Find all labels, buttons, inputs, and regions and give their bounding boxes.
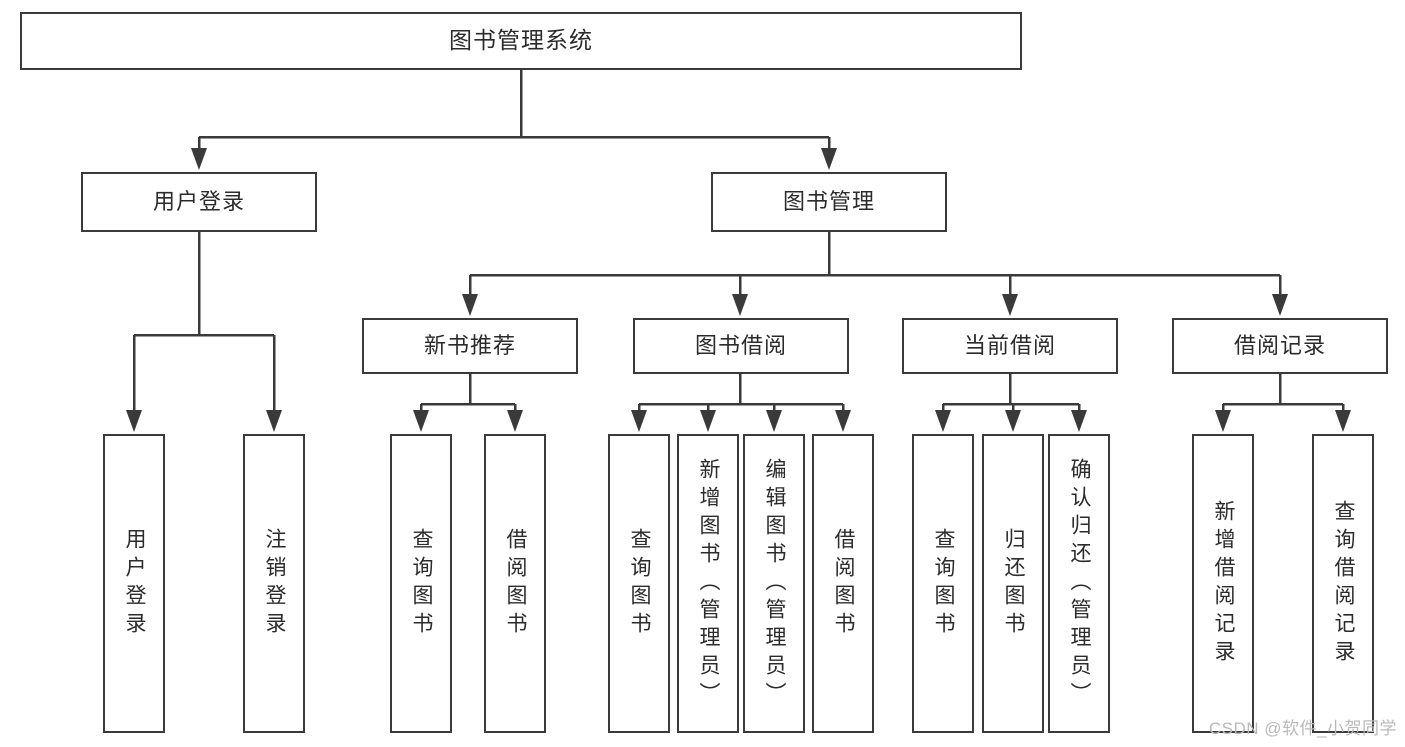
node-label: 图书管理 <box>782 188 875 214</box>
connector-arrowhead-book-borrow <box>631 410 647 432</box>
node-label: 新增借阅记录 <box>1212 499 1236 668</box>
node-leaf-borrow-book-rec[interactable]: 借阅图书 <box>484 434 546 733</box>
connector-arrowhead-borrow-record <box>1215 410 1231 432</box>
connector-arrowhead-root <box>821 148 837 170</box>
node-user-login[interactable]: 用户登录 <box>81 172 317 232</box>
node-leaf-user-logout[interactable]: 注销登录 <box>243 434 305 733</box>
node-label: 用户登录 <box>123 527 147 640</box>
node-leaf-edit-book[interactable]: 编辑图书（管理员） <box>743 434 805 733</box>
node-label: 新增图书（管理员） <box>697 457 721 710</box>
node-leaf-query-book-cur[interactable]: 查询图书 <box>912 434 974 733</box>
node-label: 归还图书 <box>1002 527 1026 640</box>
node-label: 借阅记录 <box>1233 332 1326 358</box>
connector-arrowhead-user-login <box>266 410 282 432</box>
node-label: 当前借阅 <box>963 332 1056 358</box>
connector-arrowhead-borrow-record <box>1335 410 1351 432</box>
connector-arrowhead-book-borrow <box>700 410 716 432</box>
connector-arrowhead-book-manage <box>1002 294 1018 316</box>
node-label: 确认归还（管理员） <box>1068 457 1092 710</box>
node-leaf-confirm-return[interactable]: 确认归还（管理员） <box>1048 434 1110 733</box>
node-label: 查询图书 <box>932 527 956 640</box>
node-label: 新书推荐 <box>423 332 516 358</box>
connector-arrowhead-current-borrow <box>1005 410 1021 432</box>
connector-arrowhead-book-borrow <box>835 410 851 432</box>
node-leaf-return-book[interactable]: 归还图书 <box>982 434 1044 733</box>
node-label: 用户登录 <box>152 188 245 214</box>
node-leaf-query-book-rec[interactable]: 查询图书 <box>390 434 452 733</box>
node-label: 借阅图书 <box>504 527 528 640</box>
node-leaf-add-record[interactable]: 新增借阅记录 <box>1192 434 1254 733</box>
connector-arrowhead-book-manage <box>1272 294 1288 316</box>
node-label: 查询借阅记录 <box>1332 499 1356 668</box>
node-leaf-query-book-borrow[interactable]: 查询图书 <box>608 434 670 733</box>
connector-arrowhead-root <box>191 148 207 170</box>
node-label: 借阅图书 <box>832 527 856 640</box>
node-label: 图书管理系统 <box>449 27 593 54</box>
connector-arrowhead-book-borrow <box>766 410 782 432</box>
node-leaf-query-record[interactable]: 查询借阅记录 <box>1312 434 1374 733</box>
node-leaf-user-login[interactable]: 用户登录 <box>103 434 165 733</box>
connector-arrowhead-current-borrow <box>1071 410 1087 432</box>
node-book-borrow[interactable]: 图书借阅 <box>633 318 849 374</box>
node-label: 查询图书 <box>410 527 434 640</box>
connector-arrowhead-new-book-rec <box>413 410 429 432</box>
node-label: 注销登录 <box>263 527 287 640</box>
connector-arrowhead-user-login <box>126 410 142 432</box>
node-label: 图书借阅 <box>694 332 787 358</box>
connector-arrowhead-book-manage <box>462 294 478 316</box>
connector-arrowhead-book-manage <box>732 294 748 316</box>
node-current-borrow[interactable]: 当前借阅 <box>902 318 1118 374</box>
connector-arrowhead-new-book-rec <box>507 410 523 432</box>
node-label: 查询图书 <box>628 527 652 640</box>
node-label: 编辑图书（管理员） <box>763 457 787 710</box>
node-root[interactable]: 图书管理系统 <box>20 12 1022 70</box>
node-leaf-add-book[interactable]: 新增图书（管理员） <box>677 434 739 733</box>
node-borrow-record[interactable]: 借阅记录 <box>1172 318 1388 374</box>
node-book-manage[interactable]: 图书管理 <box>711 172 947 232</box>
node-leaf-borrow-book[interactable]: 借阅图书 <box>812 434 874 733</box>
node-new-book-rec[interactable]: 新书推荐 <box>362 318 578 374</box>
connector-arrowhead-current-borrow <box>935 410 951 432</box>
